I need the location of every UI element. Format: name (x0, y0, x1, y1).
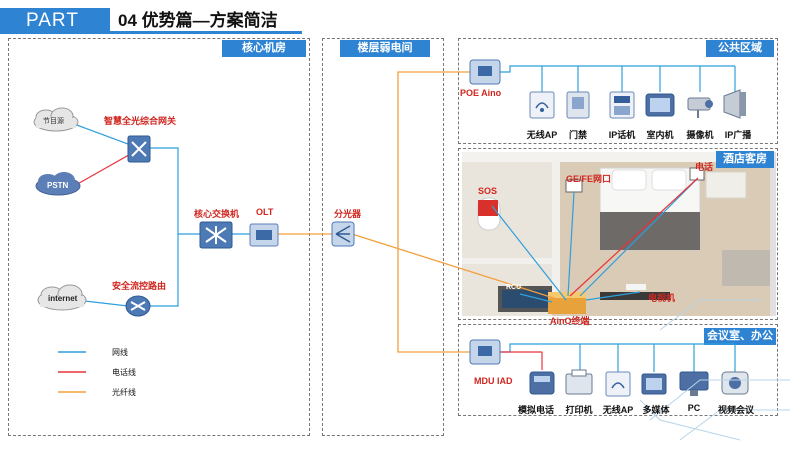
video-conference-icon (721, 371, 749, 395)
meeting-device-video-label: 视频会议 (717, 405, 754, 415)
indoor-unit-icon (645, 93, 675, 117)
core-room-zone (8, 38, 310, 436)
internet-cloud-icon (37, 284, 87, 311)
mdu-iad-icon (469, 339, 501, 365)
ge-fe-label: GE/FE网口 (566, 174, 612, 184)
page-title: 04 优势篇—方案简洁 (118, 11, 278, 30)
program-source-label: 节目源 (43, 118, 64, 125)
tv-label: 电视机 (648, 293, 676, 303)
hotel-room-zone (458, 148, 778, 320)
public-area-zone (458, 38, 778, 144)
meeting-device-multimedia-label: 多媒体 (642, 405, 670, 415)
meeting-device-pc-label: PC (687, 403, 701, 413)
aino-terminal-label: AinO终端 (550, 316, 590, 326)
part-badge: PART (0, 8, 110, 34)
public-device-broadcast-label: IP广播 (724, 130, 752, 140)
core-switch-icon (199, 221, 233, 249)
legend-fiber-label: 光纤线 (112, 388, 136, 397)
internet-label: internet (48, 294, 78, 303)
sos-label: SOS (478, 186, 498, 196)
gateway-label: 智慧全光综合网关 (104, 116, 177, 126)
public-device-indoor-label: 室内机 (646, 130, 674, 140)
analog-phone-icon (529, 371, 555, 395)
olt-label: OLT (256, 207, 274, 217)
splitter-icon (331, 221, 355, 247)
access-control-icon (566, 91, 590, 119)
ethernet-lines (73, 65, 736, 372)
circuit-decoration (639, 299, 790, 441)
olt-icon (249, 223, 279, 247)
poe-aino-label: POE Aino (460, 88, 502, 98)
room-phone-label: 电话 (695, 162, 714, 172)
core-switch-label: 核心交换机 (194, 209, 240, 219)
secure-router-label: 安全流控路由 (112, 281, 167, 291)
gateway-icon (127, 135, 151, 163)
meeting-wireless-ap-icon (605, 371, 631, 397)
meeting-office-zone (458, 324, 778, 416)
meeting-device-ap-label: 无线AP (602, 405, 634, 415)
rcu-label: RCU (506, 284, 522, 291)
mdu-iad-label: MDU IAD (474, 376, 513, 386)
phone-lines (73, 151, 699, 370)
public-device-ipphone-label: IP话机 (608, 130, 636, 140)
splitter-label: 分光器 (334, 209, 362, 219)
ip-phone-icon (609, 91, 635, 119)
multimedia-icon (641, 373, 667, 395)
pstn-cloud-icon (35, 172, 81, 196)
public-device-camera-label: 摄像机 (686, 130, 714, 140)
core-room-label: 核心机房 (222, 40, 306, 57)
program-source-cloud-icon (33, 107, 79, 132)
poe-aino-icon (469, 59, 501, 85)
meeting-device-printer-label: 打印机 (565, 405, 593, 415)
pstn-label: PSTN (47, 181, 69, 190)
wireless-ap-icon (529, 91, 555, 119)
public-area-label: 公共区域 (706, 40, 774, 57)
floor-room-zone (322, 38, 444, 436)
fiber-lines (278, 71, 561, 353)
camera-icon (687, 97, 713, 118)
meeting-device-phone-label: 模拟电话 (517, 405, 554, 415)
printer-icon (565, 369, 593, 395)
floor-room-label: 楼层弱电间 (340, 40, 430, 57)
meeting-office-label: 会议室、办公室 (704, 328, 776, 359)
public-device-door-label: 门禁 (568, 130, 587, 140)
hotel-room-floorplan (462, 152, 776, 316)
hotel-room-label: 酒店客房 (716, 151, 774, 168)
pc-icon (679, 371, 709, 396)
legend-ethernet-label: 网线 (112, 348, 128, 357)
router-icon (125, 295, 151, 317)
legend-phone-label: 电话线 (112, 368, 136, 377)
ip-broadcast-icon (723, 89, 746, 119)
title-underline (110, 8, 302, 34)
public-device-ap-label: 无线AP (526, 130, 558, 140)
